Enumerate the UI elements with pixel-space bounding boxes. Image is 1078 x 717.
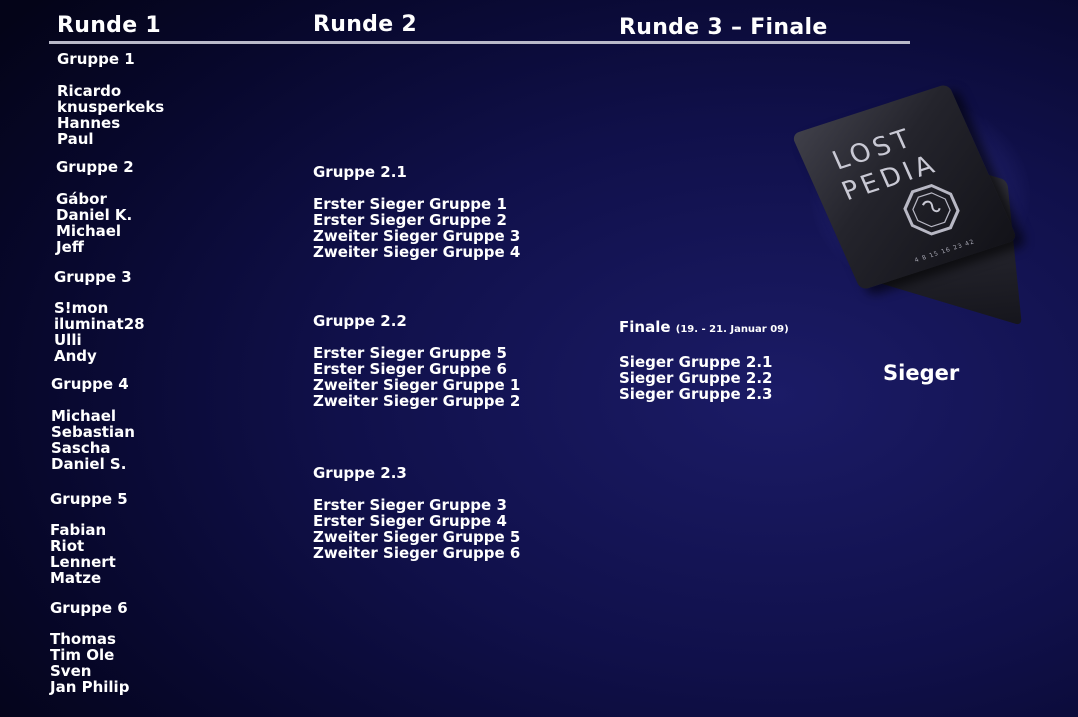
list-item: Erster Sieger Gruppe 5: [313, 344, 507, 362]
round-1-title: Runde 1: [57, 13, 162, 38]
list-item: Sascha: [51, 439, 111, 457]
list-item: Zweiter Sieger Gruppe 1: [313, 376, 521, 394]
round1-group: Gruppe 4 Michael Sebastian Sascha Daniel…: [51, 375, 135, 472]
round-3-title: Runde 3 – Finale: [619, 15, 828, 40]
round1-group: Gruppe 1 Ricardo knusperkeks Hannes Paul: [57, 50, 164, 147]
list-item: Ricardo: [57, 82, 122, 100]
member-list: Erster Sieger Gruppe 5 Erster Sieger Gru…: [313, 345, 520, 409]
list-item: Sven: [50, 662, 92, 680]
list-item: Andy: [54, 347, 97, 365]
member-list: Ricardo knusperkeks Hannes Paul: [57, 83, 164, 147]
group-title: Gruppe 2.1: [313, 163, 407, 181]
finale-date: (19. - 21. Januar 09): [675, 324, 789, 335]
list-item: Thomas: [50, 630, 116, 648]
list-item: Erster Sieger Gruppe 3: [313, 496, 507, 514]
list-item: Erster Sieger Gruppe 6: [313, 360, 507, 378]
member-list: S!mon iluminat28 Ulli Andy: [54, 300, 145, 364]
list-item: Erster Sieger Gruppe 2: [313, 211, 507, 229]
list-item: Ulli: [54, 331, 82, 349]
member-list: Gábor Daniel K. Michael Jeff: [56, 191, 134, 255]
member-list: Erster Sieger Gruppe 3 Erster Sieger Gru…: [313, 497, 520, 561]
list-item: knusperkeks: [57, 98, 165, 116]
group-title: Gruppe 4: [51, 375, 129, 393]
list-item: Gábor: [56, 190, 107, 208]
dharma-octagon-icon: LOST PEDIA 4 8 15 16 23 42: [828, 123, 976, 264]
list-item: Matze: [50, 569, 102, 587]
list-item: Lennert: [50, 553, 116, 571]
list-item: Sebastian: [51, 423, 135, 441]
member-list: Erster Sieger Gruppe 1 Erster Sieger Gru…: [313, 196, 520, 260]
list-item: Daniel K.: [56, 206, 133, 224]
group-title: Gruppe 2.2: [313, 312, 407, 330]
finale-title: Finale (19. - 21. Januar 09): [619, 318, 789, 339]
group-title: Gruppe 2: [56, 158, 134, 176]
list-item: Michael: [51, 407, 117, 425]
list-item: Sieger Gruppe 2.1: [619, 353, 773, 371]
list-item: Zweiter Sieger Gruppe 6: [313, 544, 521, 562]
list-item: Zweiter Sieger Gruppe 4: [313, 243, 521, 261]
list-item: Zweiter Sieger Gruppe 3: [313, 227, 521, 245]
list-item: Paul: [57, 130, 94, 148]
group-title: Gruppe 5: [50, 490, 128, 508]
round2-group: Gruppe 2.2 Erster Sieger Gruppe 5 Erster…: [313, 312, 520, 409]
winner-label: Sieger: [883, 361, 960, 385]
round2-group: Gruppe 2.1 Erster Sieger Gruppe 1 Erster…: [313, 163, 520, 260]
list-item: Zweiter Sieger Gruppe 2: [313, 392, 521, 410]
list-item: iluminat28: [54, 315, 145, 333]
list-item: Riot: [50, 537, 85, 555]
group-title: Gruppe 3: [54, 268, 132, 286]
list-item: Hannes: [57, 114, 121, 132]
list-item: Sieger Gruppe 2.3: [619, 385, 773, 403]
finale-label: Finale: [619, 318, 671, 336]
round1-group: Gruppe 5 Fabian Riot Lennert Matze: [50, 490, 128, 586]
member-list: Fabian Riot Lennert Matze: [50, 522, 128, 586]
book-cover: LOST PEDIA 4 8 15 16 23 42: [791, 83, 1018, 291]
lostpedia-book-logo: LOST PEDIA 4 8 15 16 23 42: [791, 80, 1040, 326]
round1-group: Gruppe 3 S!mon iluminat28 Ulli Andy: [54, 268, 145, 364]
list-item: Sieger Gruppe 2.2: [619, 369, 773, 387]
round1-group: Gruppe 6 Thomas Tim Ole Sven Jan Philip: [50, 599, 129, 695]
member-list: Sieger Gruppe 2.1 Sieger Gruppe 2.2 Sieg…: [619, 354, 789, 402]
list-item: Tim Ole: [50, 646, 115, 664]
list-item: Jeff: [56, 238, 84, 256]
round-2-title: Runde 2: [313, 12, 418, 37]
group-title: Gruppe 2.3: [313, 464, 407, 482]
list-item: Jan Philip: [50, 678, 130, 696]
round2-group: Gruppe 2.3 Erster Sieger Gruppe 3 Erster…: [313, 464, 520, 561]
group-title: Gruppe 6: [50, 599, 128, 617]
member-list: Michael Sebastian Sascha Daniel S.: [51, 408, 135, 472]
finale-group: Finale (19. - 21. Januar 09) Sieger Grup…: [619, 318, 789, 402]
round1-group: Gruppe 2 Gábor Daniel K. Michael Jeff: [56, 158, 134, 255]
list-item: Erster Sieger Gruppe 1: [313, 195, 507, 213]
list-item: Michael: [56, 222, 122, 240]
member-list: Thomas Tim Ole Sven Jan Philip: [50, 631, 129, 695]
list-item: Daniel S.: [51, 455, 127, 473]
list-item: S!mon: [54, 299, 109, 317]
group-title: Gruppe 1: [57, 50, 135, 68]
list-item: Fabian: [50, 521, 107, 539]
list-item: Erster Sieger Gruppe 4: [313, 512, 507, 530]
list-item: Zweiter Sieger Gruppe 5: [313, 528, 521, 546]
header-divider: [49, 41, 910, 44]
